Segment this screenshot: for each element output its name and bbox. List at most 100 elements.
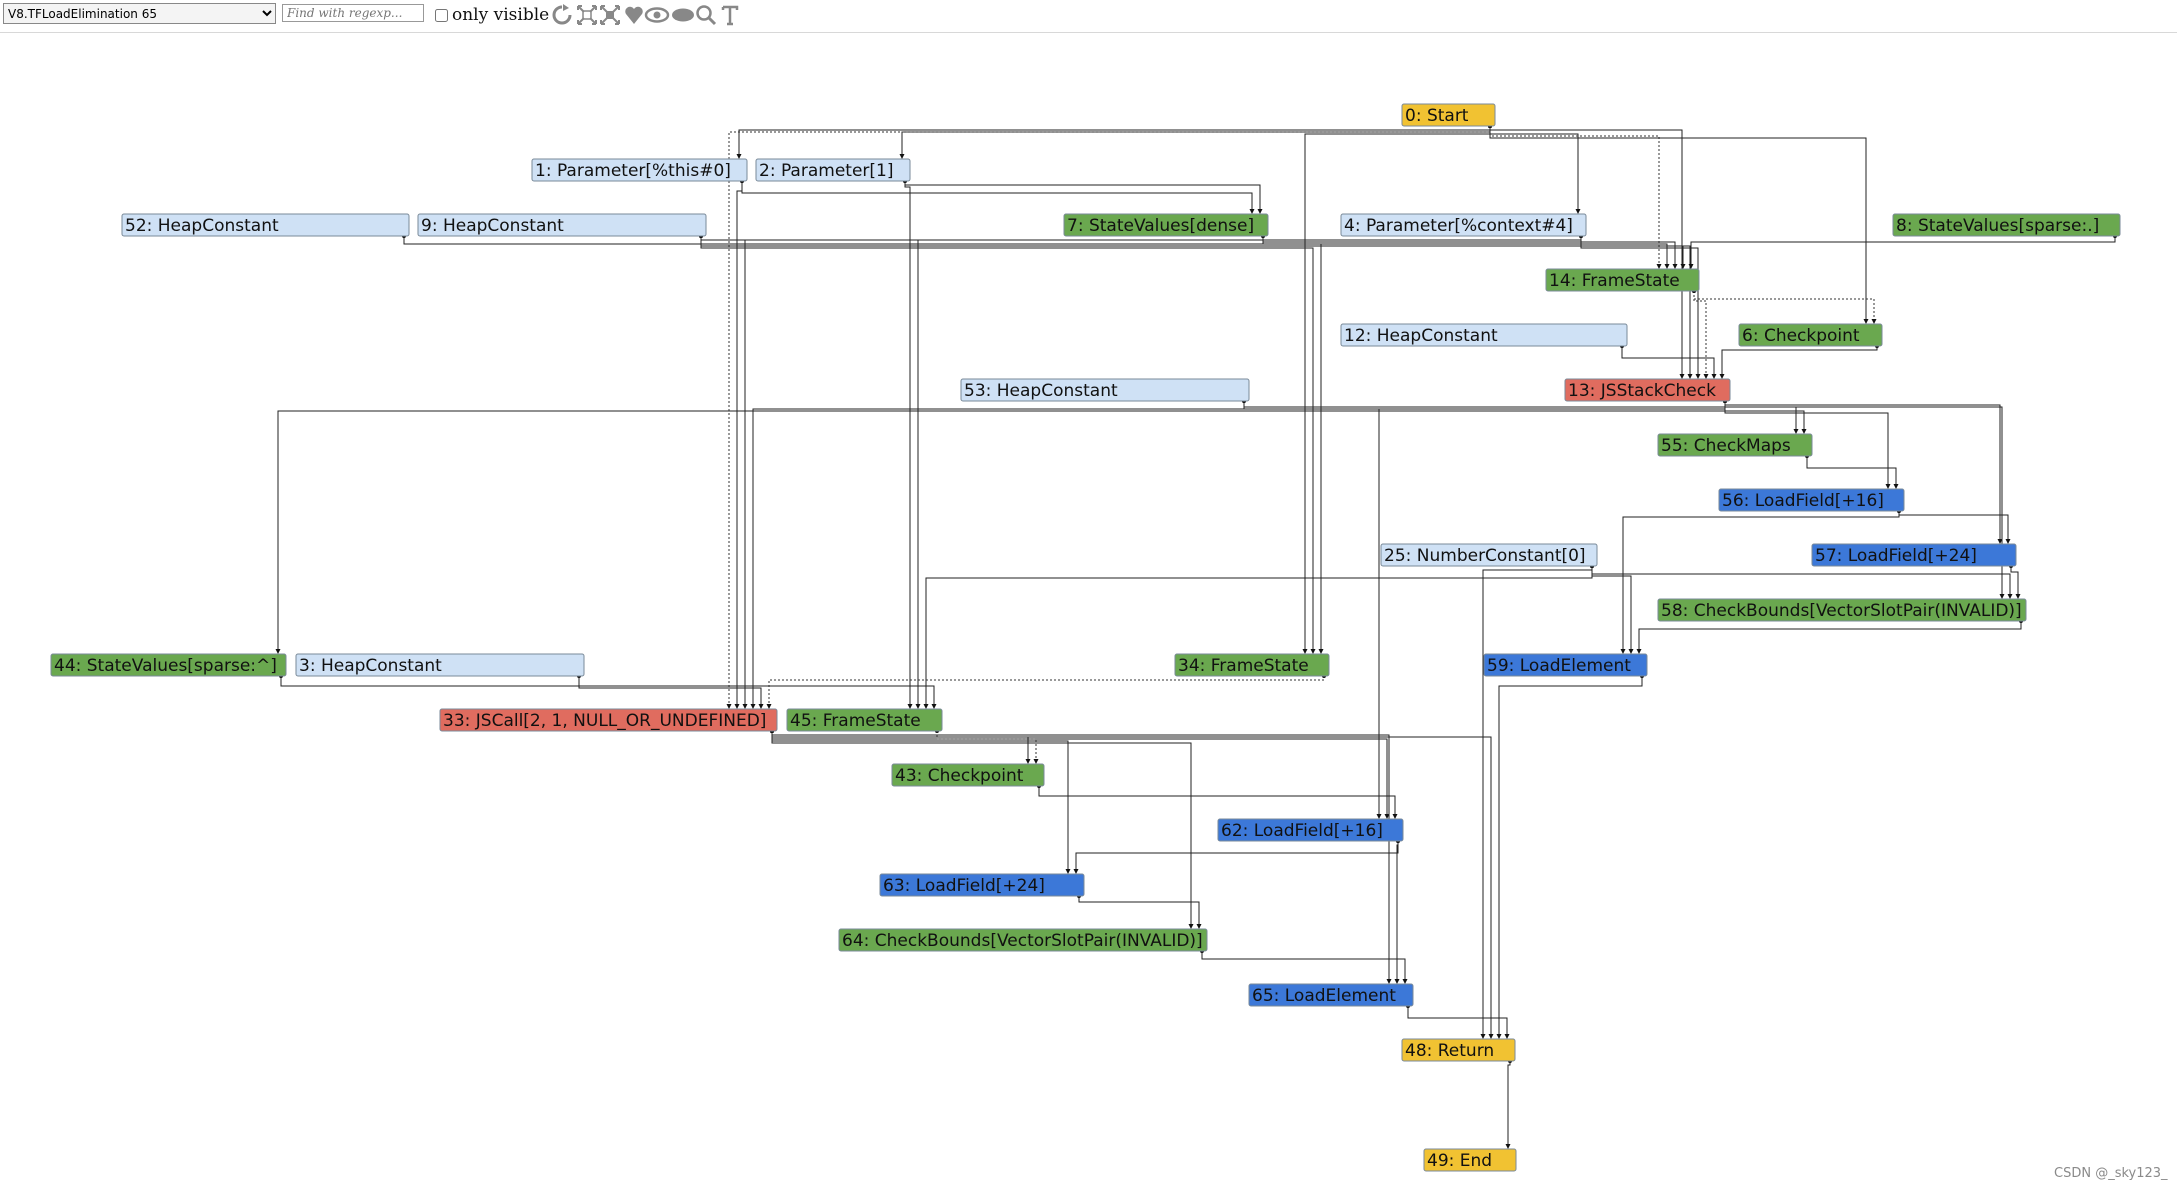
hide-selected-icon[interactable] — [670, 3, 696, 27]
node-box[interactable] — [786, 708, 943, 732]
node-label: 59: LoadElement — [1487, 656, 1631, 676]
node-box[interactable] — [1657, 433, 1813, 457]
edge-arrowhead — [1384, 814, 1390, 819]
node-box[interactable] — [1174, 653, 1330, 677]
graph-node-n64[interactable]: 64: CheckBounds[VectorSlotPair(INVALID)] — [838, 928, 1208, 952]
edge-arrowhead — [734, 704, 740, 709]
show-all-icon[interactable] — [575, 3, 599, 27]
graph-node-n45[interactable]: 45: FrameState — [786, 708, 943, 732]
node-box[interactable] — [1340, 323, 1628, 347]
graph-node-n52[interactable]: 52: HeapConstant — [121, 213, 410, 237]
graph-node-n4[interactable]: 4: Parameter[%context#4] — [1340, 213, 1587, 237]
graph-edge — [700, 236, 1691, 375]
node-box[interactable] — [1657, 598, 2027, 622]
graph-node-n58[interactable]: 58: CheckBounds[VectorSlotPair(INVALID)] — [1657, 598, 2027, 622]
node-box[interactable] — [1892, 213, 2121, 237]
graph-node-n33[interactable]: 33: JSCall[2, 1, NULL_OR_UNDEFINED] — [439, 708, 778, 732]
toggle-types-text-icon[interactable] — [718, 3, 742, 27]
node-box[interactable] — [1380, 543, 1598, 567]
search-input[interactable] — [282, 4, 424, 22]
node-box[interactable] — [1483, 653, 1648, 677]
phase-select[interactable]: V8.TFLoadElimination 65 — [3, 3, 276, 24]
node-box[interactable] — [531, 158, 748, 182]
graph-node-n2[interactable]: 2: Parameter[1] — [755, 158, 911, 182]
toggle-types-icon[interactable] — [644, 3, 670, 27]
edge-arrowhead — [1893, 484, 1899, 489]
node-box[interactable] — [439, 708, 778, 732]
graph-node-n44[interactable]: 44: StateValues[sparse:^] — [50, 653, 287, 677]
node-box[interactable] — [838, 928, 1208, 952]
node-box[interactable] — [1564, 378, 1731, 402]
graph-node-n12[interactable]: 12: HeapConstant — [1340, 323, 1628, 347]
graph-node-n43[interactable]: 43: Checkpoint — [891, 763, 1045, 787]
node-label: 52: HeapConstant — [125, 216, 279, 236]
hide-unselected-icon[interactable] — [622, 3, 646, 27]
graph-node-n3[interactable]: 3: HeapConstant — [295, 653, 585, 677]
graph-node-n25[interactable]: 25: NumberConstant[0] — [1380, 543, 1598, 567]
graph-node-n9[interactable]: 9: HeapConstant — [417, 213, 707, 237]
edge-arrowhead — [1997, 539, 2003, 544]
graph-node-n59[interactable]: 59: LoadElement — [1483, 653, 1648, 677]
toggle-hide-dead-icon[interactable] — [598, 3, 622, 27]
node-label: 14: FrameState — [1549, 271, 1680, 291]
zoom-selection-icon[interactable] — [694, 3, 718, 27]
edge-arrowhead — [1688, 264, 1694, 269]
only-visible-toggle[interactable]: only visible — [434, 5, 549, 25]
node-box[interactable] — [417, 213, 707, 237]
node-label: 13: JSStackCheck — [1568, 381, 1716, 401]
node-label: 43: Checkpoint — [895, 766, 1024, 786]
graph-node-n13[interactable]: 13: JSStackCheck — [1564, 378, 1731, 402]
graph-toolbar: V8.TFLoadElimination 65 only visible — [0, 0, 2177, 33]
graph-node-n6[interactable]: 6: Checkpoint — [1738, 323, 1883, 347]
graph-node-n63[interactable]: 63: LoadField[+24] — [879, 873, 1085, 897]
graph-node-n65[interactable]: 65: LoadElement — [1248, 983, 1414, 1007]
graph-edge — [277, 401, 1726, 650]
node-label: 55: CheckMaps — [1661, 436, 1791, 456]
edge-arrowhead — [1310, 649, 1316, 654]
node-box[interactable] — [121, 213, 410, 237]
graph-node-n0[interactable]: 0: Start — [1401, 103, 1496, 127]
graph-node-n34[interactable]: 34: FrameState — [1174, 653, 1330, 677]
node-box[interactable] — [1423, 1148, 1517, 1172]
graph-node-n49[interactable]: 49: End — [1423, 1148, 1517, 1172]
graph-node-n57[interactable]: 57: LoadField[+24] — [1811, 543, 2017, 567]
graph-node-n56[interactable]: 56: LoadField[+16] — [1718, 488, 1905, 512]
node-box[interactable] — [1738, 323, 1883, 347]
graph-node-n62[interactable]: 62: LoadField[+16] — [1217, 818, 1404, 842]
only-visible-checkbox[interactable] — [435, 8, 448, 22]
node-box[interactable] — [879, 873, 1085, 897]
node-box[interactable] — [1217, 818, 1404, 842]
edge-arrowhead — [758, 704, 764, 709]
node-box[interactable] — [755, 158, 911, 182]
graph-node-n48[interactable]: 48: Return — [1401, 1038, 1516, 1062]
edge-arrowhead — [1402, 979, 1408, 984]
node-box[interactable] — [1340, 213, 1587, 237]
node-box[interactable] — [1811, 543, 2017, 567]
edge-arrowhead — [275, 649, 281, 654]
edge-arrowhead — [2007, 594, 2013, 599]
graph-node-n7[interactable]: 7: StateValues[dense] — [1063, 213, 1269, 237]
edge-arrowhead — [1488, 1034, 1494, 1039]
node-label: 4: Parameter[%context#4] — [1344, 216, 1573, 236]
node-box[interactable] — [1718, 488, 1905, 512]
node-box[interactable] — [960, 378, 1250, 402]
node-box[interactable] — [1248, 983, 1414, 1007]
graph-node-n55[interactable]: 55: CheckMaps — [1657, 433, 1813, 457]
edge-arrowhead — [1680, 264, 1686, 269]
edge-arrowhead — [1249, 209, 1255, 214]
node-box[interactable] — [50, 653, 287, 677]
node-box[interactable] — [1545, 268, 1700, 292]
graph-edge — [904, 181, 911, 705]
graph-node-n14[interactable]: 14: FrameState — [1545, 268, 1700, 292]
node-box[interactable] — [891, 763, 1045, 787]
node-box[interactable] — [1063, 213, 1269, 237]
graph-node-n8[interactable]: 8: StateValues[sparse:.] — [1892, 213, 2121, 237]
graph-node-n53[interactable]: 53: HeapConstant — [960, 378, 1250, 402]
graph-edge — [700, 236, 1314, 650]
layout-icon[interactable] — [550, 3, 574, 27]
node-box[interactable] — [1401, 103, 1496, 127]
graph-node-n1[interactable]: 1: Parameter[%this#0] — [531, 158, 748, 182]
node-box[interactable] — [295, 653, 585, 677]
node-box[interactable] — [1401, 1038, 1516, 1062]
